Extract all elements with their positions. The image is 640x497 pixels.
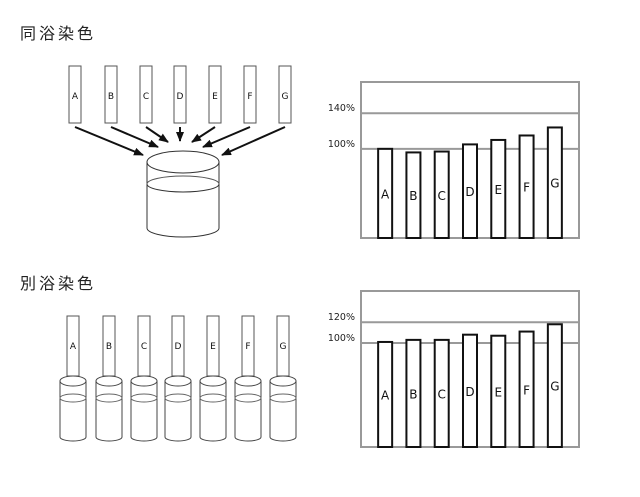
tube-liquid-g [269, 393, 297, 403]
swatch-label-c: C [143, 92, 149, 102]
same-bath-arrows [74, 126, 286, 156]
tube-liquid-a [59, 393, 87, 403]
chart2-bar-g [546, 323, 563, 448]
swatch-label-b: B [106, 342, 112, 352]
tube-rim-e [199, 375, 227, 387]
swatch-c [139, 65, 153, 124]
tube-b [95, 381, 123, 442]
arrow-f [202, 126, 251, 148]
chart2-bar-c [433, 338, 450, 449]
tube-rim-g [269, 375, 297, 387]
swatch-label-a: A [70, 342, 77, 352]
chart2-bar-label-b: B [409, 387, 417, 401]
swatch-label-b: B [108, 92, 114, 102]
tube-rim-d [164, 375, 192, 387]
swatch-d [173, 65, 187, 124]
chart1-bar-d [462, 143, 478, 239]
swatch-label-c: C [141, 342, 147, 352]
tube-g [269, 381, 297, 442]
tube-rim-f [234, 375, 262, 387]
beaker-liquid-back [146, 175, 220, 185]
chart1-bar-label-a: A [381, 187, 390, 201]
tube-liquid-d [164, 393, 192, 403]
chart2-bar-e [490, 334, 507, 448]
swatch-label-g: G [280, 342, 287, 352]
chart1-bar-label-b: B [409, 189, 417, 203]
tube-d [164, 381, 192, 442]
chart2-bar-label-g: G [550, 380, 559, 394]
separate-bath-swatches: A B C D E F G [59, 315, 297, 442]
same-bath-swatches: A B C D E F G [68, 65, 292, 124]
chart1-bar-label-d: D [465, 185, 474, 199]
chart2-bar-b [405, 338, 422, 449]
tube-rim-a [59, 375, 87, 387]
chart1-tick-label: 140% [328, 103, 355, 114]
tube-liquid-e [199, 393, 227, 403]
beaker-body [146, 162, 220, 238]
tube-liquid-b [95, 393, 123, 403]
swatch-label-d: D [177, 92, 184, 102]
swatch-e [208, 65, 222, 124]
beaker-liquid-front [146, 183, 220, 193]
swatch-label-f: F [247, 92, 252, 102]
chart1-bar-label-g: G [550, 177, 559, 191]
chart1-bar-e [490, 138, 507, 239]
chart2-bar-label-d: D [465, 385, 474, 399]
chart1-bar-c [433, 150, 450, 240]
tube-c [130, 381, 158, 442]
chart1-bar-label-f: F [523, 181, 530, 195]
same-bath-title: 同浴染色 [20, 24, 97, 43]
chart1-bar-g [546, 126, 563, 239]
chart1-bar-label-c: C [438, 189, 446, 203]
chart2-bar-label-a: A [381, 388, 390, 402]
chart1-tick-label: 100% [328, 139, 355, 150]
arrow-g [221, 126, 286, 156]
separate-bath-title: 別浴染色 [20, 274, 97, 293]
beaker-rim [146, 150, 220, 174]
chart2-bar-label-c: C [438, 387, 446, 401]
chart2-bar-label-f: F [523, 383, 530, 397]
swatch-label-g: G [282, 92, 289, 102]
chart2-tick-label: 100% [328, 333, 355, 344]
arrow-b [110, 126, 159, 148]
swatch-label-e: E [210, 342, 216, 352]
tube-liquid-c [130, 393, 158, 403]
arrow-c [145, 126, 169, 143]
arrow-e [191, 126, 216, 143]
tube-a [59, 381, 87, 442]
chart2-bar-a [377, 340, 394, 448]
chart1-bar-b [405, 151, 422, 239]
swatch-b [104, 65, 118, 124]
tube-liquid-f [234, 393, 262, 403]
chart2-bar-f [518, 330, 535, 448]
chart2-bar-d [462, 333, 478, 448]
arrow-a [74, 126, 144, 156]
tube-f [234, 381, 262, 442]
swatch-f [243, 65, 257, 124]
same-bath-bar-chart: 100% 140% A B C D E F G [328, 81, 580, 240]
tube-rim-c [130, 375, 158, 387]
chart1-bar-f [518, 134, 535, 239]
swatch-label-d: D [175, 342, 182, 352]
chart1-bar-a [377, 147, 394, 240]
separate-bath-bar-chart: 100% 120% A B C D E F G [328, 290, 580, 449]
chart1-bar-label-e: E [494, 183, 502, 197]
swatch-a [68, 65, 82, 124]
swatch-label-f: F [245, 342, 250, 352]
chart2-tick-label: 120% [328, 312, 355, 323]
swatch-label-a: A [72, 92, 79, 102]
tube-e [199, 381, 227, 442]
swatch-label-e: E [212, 92, 218, 102]
same-bath-beaker [146, 150, 220, 238]
tube-rim-b [95, 375, 123, 387]
chart2-bar-label-e: E [494, 385, 502, 399]
swatch-g [278, 65, 292, 124]
